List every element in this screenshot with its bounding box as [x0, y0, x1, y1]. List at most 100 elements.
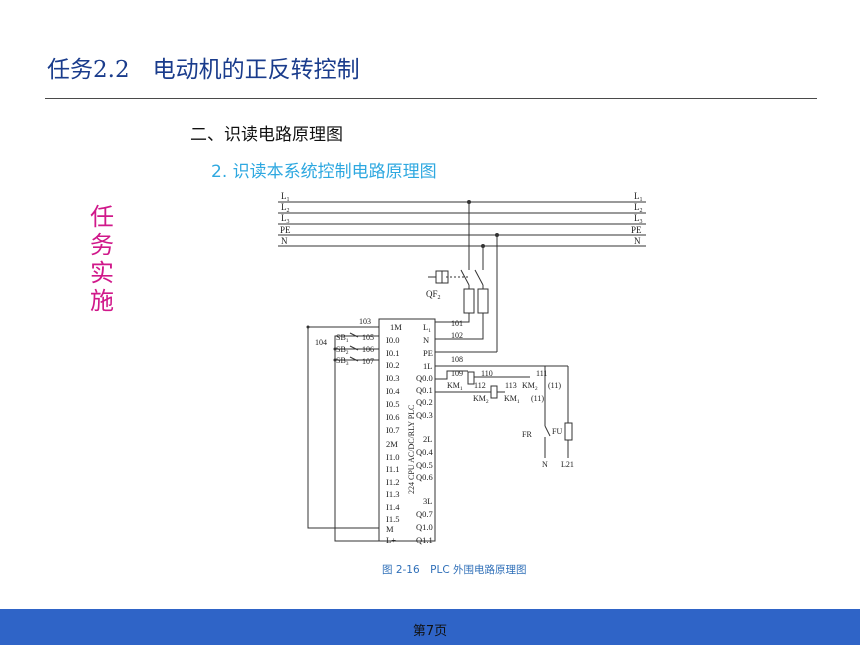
junction-dot [481, 244, 485, 248]
bus-label-right: N [634, 236, 641, 246]
plc-input-terminal: I1.2 [386, 477, 399, 487]
output-l21-label: L21 [561, 460, 574, 469]
plc-body [378, 318, 436, 542]
coil-label: KM1 [447, 381, 463, 392]
switch-label: SB3 [336, 356, 349, 367]
output-n-label: N [542, 460, 548, 469]
wire-101 [435, 313, 470, 323]
page-number: 第7页 [412, 624, 448, 639]
bus-label-left: L3 [281, 213, 290, 225]
side-label-char: 务 [90, 231, 114, 259]
plc-input-terminal: 2M [386, 439, 398, 449]
wire-number: 106 [362, 345, 374, 354]
side-label-char: 施 [90, 287, 114, 315]
wire-104-loop [334, 335, 379, 542]
plc-output-terminal: 3L [423, 496, 432, 506]
plc-input-terminal: I1.3 [386, 489, 399, 499]
breaker-trip-element [477, 288, 489, 314]
bus-label-right: L1 [634, 191, 643, 203]
coil-label: KM1 [504, 394, 520, 405]
wire-103-loop [307, 326, 379, 529]
slide-title: 任务2.2 电动机的正反转控制 [47, 57, 360, 83]
bus-label-right: L3 [634, 213, 643, 225]
plc-input-terminal: L+ [386, 535, 396, 545]
plc-input-terminal: I0.1 [386, 348, 399, 358]
interlock-note: (11) [531, 394, 544, 403]
plc-output-terminal: Q1.1 [416, 535, 433, 545]
plc-input-terminal: I1.1 [386, 464, 399, 474]
breaker-contact [460, 269, 470, 286]
interlock-contact [490, 385, 498, 399]
plc-output-terminal: Q0.0 [416, 373, 433, 383]
plc-input-terminal: I0.6 [386, 412, 399, 422]
coil-label: KM2 [522, 381, 538, 392]
junction-dot [467, 200, 471, 204]
fuse [564, 422, 573, 441]
junction-dot [306, 325, 310, 329]
plc-output-terminal: PE [423, 348, 433, 358]
plc-input-terminal: M [386, 524, 394, 534]
fr-contact [544, 425, 551, 437]
fr-label: FR [522, 430, 532, 439]
junction-dot [495, 233, 499, 237]
plc-input-terminal: I0.4 [386, 386, 400, 396]
wire-number: 102 [451, 331, 463, 340]
plc-output-terminal: Q0.7 [416, 509, 433, 519]
switch-contact [349, 345, 359, 351]
wire-number: 104 [315, 338, 327, 347]
junction-dot [333, 347, 337, 351]
side-label-char: 实 [90, 259, 114, 287]
switch-contact [349, 332, 359, 338]
plc-output-terminal: Q1.0 [416, 522, 433, 532]
bus-label-right: PE [631, 225, 642, 235]
plc-output-terminal: 2L [423, 434, 432, 444]
wire-number: 112 [474, 381, 486, 390]
interlock-note: (11) [548, 381, 561, 390]
wire-number: 113 [505, 381, 517, 390]
switch-contact [349, 356, 359, 362]
coil-label: KM2 [473, 394, 489, 405]
interlock-contact [467, 371, 475, 385]
junction-dot [333, 358, 337, 362]
switch-label: SB2 [336, 345, 349, 356]
plc-input-terminal: I0.7 [386, 425, 399, 435]
breaker-trip-element [463, 288, 475, 314]
plc-output-terminal: Q0.3 [416, 410, 433, 420]
plc-input-terminal: I1.4 [386, 502, 400, 512]
breaker-contact [474, 269, 484, 286]
plc-input-terminal: I0.5 [386, 399, 399, 409]
wire-number: 110 [481, 369, 493, 378]
section-heading: 二、识读电路原理图 [190, 125, 343, 145]
wire-number: 103 [359, 317, 371, 326]
bus-label-left: L1 [281, 191, 290, 203]
plc-right-terminals: L1NPE1LQ0.0Q0.1Q0.2Q0.32LQ0.4Q0.5Q0.63LQ… [416, 322, 434, 545]
figure-caption: 图 2-16 PLC 外围电路原理图 [382, 564, 527, 576]
plc-model-label: 224 CPU AC/DC/RLY PLC [407, 405, 416, 494]
wire-102 [435, 313, 484, 340]
wire-number: 111 [536, 369, 547, 378]
wire-number: 105 [362, 333, 374, 342]
bus-label-left: PE [280, 225, 291, 235]
plc-output-terminal: N [423, 335, 429, 345]
wire-109 [435, 370, 468, 380]
plc-output-terminal: 1L [423, 361, 432, 371]
side-label-char: 任 [90, 203, 114, 231]
fu-label: FU [552, 427, 562, 436]
plc-output-terminal: Q0.6 [416, 472, 433, 482]
bus-label-right: L2 [634, 202, 643, 214]
plc-input-terminal: I1.0 [386, 452, 399, 462]
plc-input-terminal: I0.2 [386, 360, 399, 370]
plc-input-terminal: I0.0 [386, 335, 399, 345]
wire-number: 109 [451, 369, 463, 378]
side-label: 任 务 实 施 [87, 203, 117, 315]
plc-output-terminal: Q0.5 [416, 460, 433, 470]
bus-label-left: N [281, 236, 288, 246]
bus-label-left: L2 [281, 202, 290, 214]
breaker-label: QF2 [426, 289, 441, 301]
plc-output-terminal: Q0.4 [416, 447, 434, 457]
switch-label: SB1 [336, 333, 349, 344]
plc-input-terminal: I0.3 [386, 373, 399, 383]
wire-number: 108 [451, 355, 463, 364]
footer-bar [0, 609, 860, 645]
